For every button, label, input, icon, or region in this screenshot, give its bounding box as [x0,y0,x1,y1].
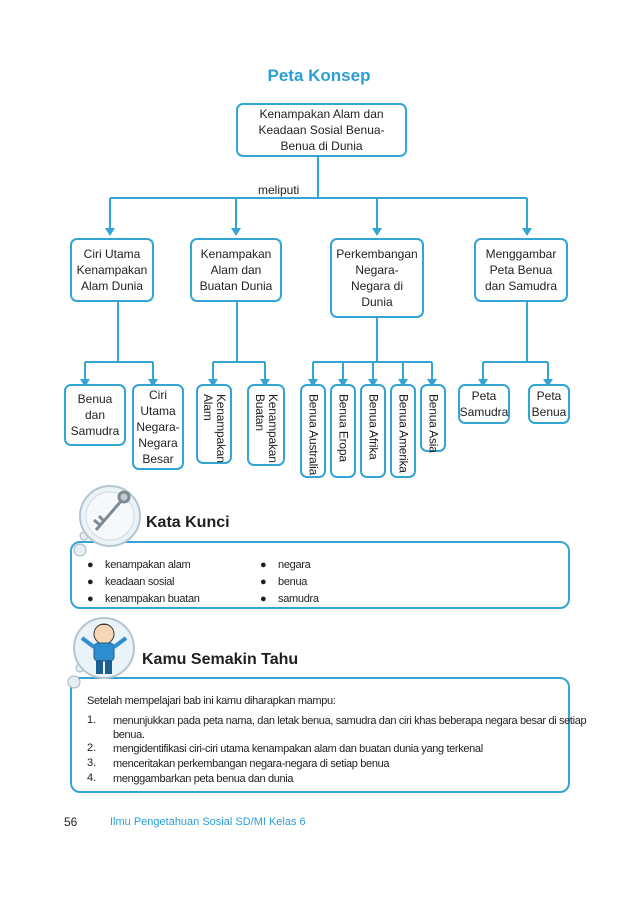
leaf-line: dan [84,408,106,422]
keyword-item: ● kenampakan alam [87,557,191,574]
bullet-dot: ● [87,576,94,588]
branch-line: Kenampakan [76,263,148,277]
keyword-text: kenampakan buatan [105,593,200,605]
leaf-label: Kenampakan Alam [201,394,228,463]
keyword-text: keadaan sosial [105,576,175,588]
leaf-benua-eropa: Benua Eropa [330,384,356,478]
leaf-label: Benua Asia [426,394,441,453]
bullet-dot: ● [87,593,94,605]
branch-line: Perkembangan [336,247,418,261]
leaf-line: Besar [142,452,174,466]
keyword-text: benua [278,576,308,588]
bullet-dot: ● [260,576,267,588]
keyword-text: negara [278,559,311,571]
branch-line: Ciri Utama [83,247,141,261]
bullet-dot: ● [260,593,267,605]
leaf-benua-australia: Benua Australia [300,384,326,478]
leaf-label: Benua Australia [306,394,321,476]
branch-line: Alam dan [210,263,262,277]
branch-menggambar: Menggambar Peta Benua dan Samudra [474,238,568,302]
concept-map-title: Peta Konsep [267,66,371,85]
leaf-line: Benua [77,392,113,406]
goal-text: menceritakan perkembangan negara-negara … [113,758,390,770]
keyword-item: ● samudra [260,591,319,608]
branch-perkembangan: Perkembangan Negara- Negara di Dunia [330,238,424,318]
branch-kenampakan: Kenampakan Alam dan Buatan Dunia [190,238,282,302]
keyword-item: ● benua [260,574,307,591]
leaf-line: Benua [531,405,567,419]
kamu-semakin-tahu-heading: Kamu Semakin Tahu [142,651,299,668]
leaf-label: Benua Amerika [396,394,411,473]
book-title-footer: Ilmu Pengetahuan Sosial SD/MI Kelas 6 [110,816,306,828]
branch-line: Buatan Dunia [199,279,273,293]
leaf-peta-benua: Peta Benua [528,384,570,424]
goal-number: 3. [87,757,97,769]
goal-number: 2. [87,742,97,754]
goals-intro: Setelah mempelajari bab ini kamu diharap… [87,695,336,707]
leaf-kenampakan-buatan: Kenampakan Buatan [247,384,285,466]
branch-line: dan Samudra [484,279,558,293]
leaf-peta-samudra: Peta Samudra [458,384,510,424]
leaf-line: Utama [140,404,176,418]
leaf-ciri-utama-negara: Ciri Utama Negara- Negara Besar [132,384,184,470]
leaf-line: Ciri [149,388,167,402]
leaf-label: Benua Afrika [366,394,381,460]
keyword-text: kenampakan alam [105,559,191,571]
root-node: Kenampakan Alam dan Keadaan Sosial Benua… [236,103,407,157]
key-icon [73,485,141,557]
bullet-dot: ● [87,559,94,571]
leaf-line: Negara [138,436,178,450]
branch-line: Kenampakan [200,247,272,261]
leaf-line: Peta [471,389,497,403]
goal-text: menunjukkan pada peta nama, dan letak be… [113,715,587,727]
keyword-item: ● kenampakan buatan [87,591,200,608]
kata-kunci-panel [70,541,570,609]
branch-line: Peta Benua [489,263,553,277]
goal-text: mengidentifikasi ciri-ciri utama kenampa… [113,743,483,755]
bullet-dot: ● [260,559,267,571]
branch-line: Negara di [350,279,404,293]
root-node-line-2: Keadaan Sosial Benua- [258,123,385,137]
leaf-line: Negara- [136,420,180,434]
leaf-label: Benua Eropa [336,394,351,462]
branch-line: Dunia [361,295,393,309]
branch-line: Menggambar [485,247,557,261]
leaf-benua-samudra: Benua dan Samudra [64,384,126,446]
goal-number: 4. [87,772,97,784]
kata-kunci-heading: Kata Kunci [146,514,230,531]
keyword-text: samudra [278,593,319,605]
leaf-benua-amerika: Benua Amerika [390,384,416,478]
leaf-line: Peta [536,389,562,403]
leaf-line: Samudra [459,405,509,419]
leaf-line: Samudra [70,424,120,438]
goal-text: menggambarkan peta benua dan dunia [113,773,294,785]
keyword-item: ● keadaan sosial [87,574,174,591]
leaf-kenampakan-alam: Kenampakan Alam [196,384,232,464]
root-node-line-3: Benua di Dunia [280,139,363,153]
page-number: 56 [64,815,78,829]
goal-number: 1. [87,714,97,726]
branch-ciri-utama: Ciri Utama Kenampakan Alam Dunia [70,238,154,302]
leaf-benua-asia: Benua Asia [420,384,446,453]
branch-line: Alam Dunia [80,279,144,293]
boy-mascot-icon [67,617,135,689]
kamu-semakin-tahu-panel [70,677,570,793]
root-node-line-1: Kenampakan Alam dan [259,107,384,121]
goal-text-continued: benua. [113,729,145,741]
leaf-label: Kenampakan Buatan [253,394,280,463]
branch-line: Negara- [355,263,399,277]
keyword-item: ● negara [260,557,311,574]
connector-label: meliputi [258,183,300,197]
leaf-benua-afrika: Benua Afrika [360,384,386,478]
